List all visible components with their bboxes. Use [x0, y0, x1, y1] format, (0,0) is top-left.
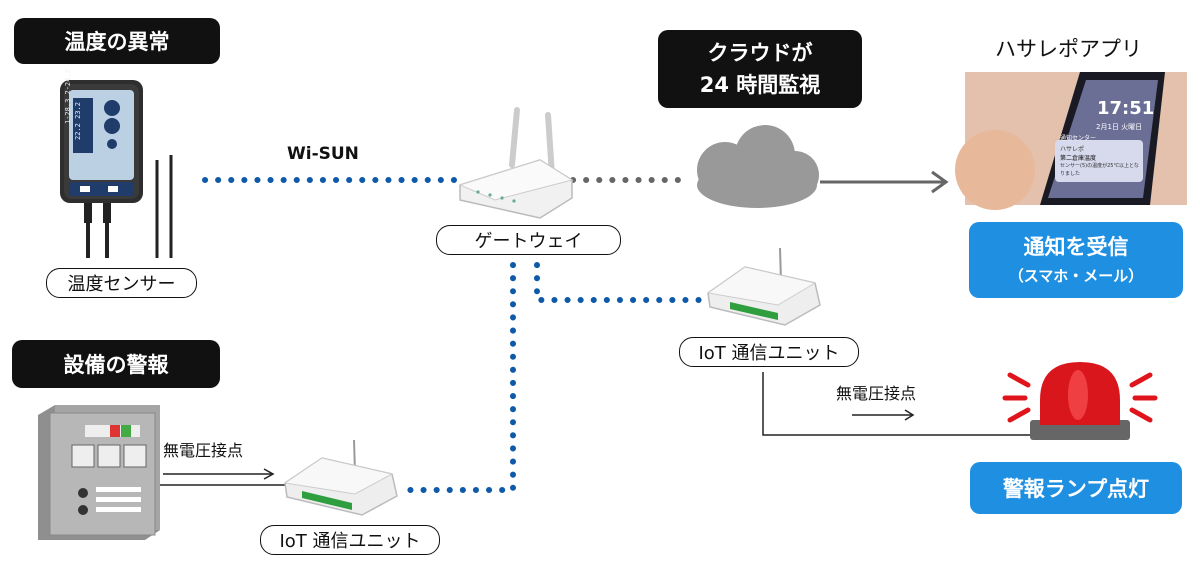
sensor-display-line1: 1-28.3 2-24.2 [64, 69, 72, 124]
equipment-alarm-label: 設備の警報 [12, 340, 220, 388]
gateway-router-device [458, 107, 574, 219]
phone-notification-center: 通知センター [1060, 135, 1097, 142]
gateway-bottom-unit-link-line [395, 262, 516, 493]
right-unit-lamp-wire [762, 372, 1030, 436]
temperature-sensor-device [60, 80, 173, 258]
phone-notif-body: センサー(5)の温度が25℃以上となりました [1060, 163, 1139, 177]
cloud-monitor-label: クラウドが 24 時間監視 [658, 30, 862, 108]
notify-label-line2: （スマホ・メール） [1008, 267, 1144, 285]
wisun-label: Wi-SUN [287, 144, 359, 164]
iot-unit-bottom-label: IoT 通信ユニット [260, 525, 440, 555]
sensor-display-line2: 22.2 23.2 [74, 102, 82, 140]
app-name-label: ハサレポアプリ [995, 37, 1142, 61]
left-dry-contact-arrow-head [263, 468, 275, 480]
iot-unit-right-device [706, 247, 821, 326]
cloud-monitor-label-line2: 24 時間監視 [699, 73, 821, 97]
smartphone-device [955, 72, 1187, 210]
phone-date: 2月1日 火曜日 [1096, 123, 1143, 131]
iot-unit-bottom-device [283, 439, 398, 516]
gateway-label: ゲートウェイ [436, 225, 621, 255]
dry-contact-right-label: 無電圧接点 [836, 384, 917, 403]
notify-label: 通知を受信 （スマホ・メール） [969, 222, 1183, 298]
alarm-lamp-device [1002, 362, 1158, 440]
dry-contact-left-label: 無電圧接点 [163, 441, 244, 460]
alarm-lamp-label: 警報ランプ点灯 [970, 462, 1182, 514]
phone-notif-title: 第二倉庫温度 [1060, 155, 1097, 162]
phone-time: 17:51 [1097, 98, 1155, 119]
cloud-phone-arrow-head [931, 170, 949, 194]
notify-label-line1: 通知を受信 [1023, 235, 1129, 259]
temp-anomaly-label: 温度の異常 [14, 18, 220, 64]
temp-sensor-label: 温度センサー [46, 268, 197, 298]
control-panel-device [38, 405, 160, 540]
cloud-monitor-label-line1: クラウドが [707, 41, 813, 65]
iot-unit-right-label: IoT 通信ユニット [679, 337, 859, 367]
phone-app-tag: ハサレポ [1060, 146, 1085, 153]
right-dry-contact-arrow-head [904, 409, 915, 421]
cloud-shape [697, 125, 819, 208]
gateway-right-unit-link-line [534, 262, 711, 303]
